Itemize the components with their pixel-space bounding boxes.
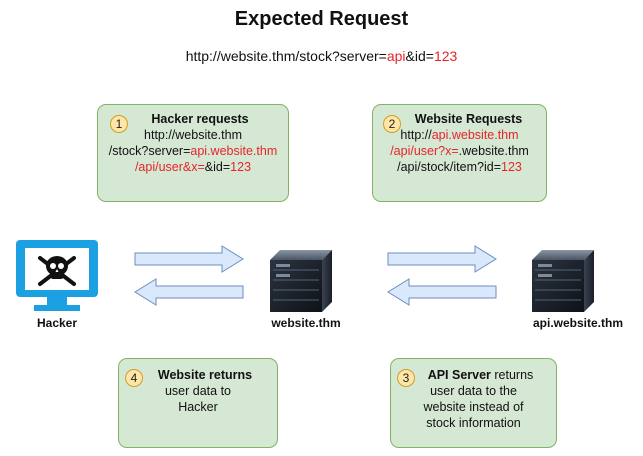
step-4-title: Website returns [157,368,253,382]
server-icon-website [270,250,332,312]
step-4-number: 4 [125,369,143,387]
step-2-remaining-host: .website.thm [458,144,529,158]
step-2-title: Website Requests [414,112,523,126]
arrow-website-to-hacker [134,278,244,306]
step-3-line-3: website instead of [423,400,524,414]
step-1-box: 1 Hacker requests http://website.thm /st… [97,104,289,202]
step-4-line-3: Hacker [178,400,218,414]
step-2-stock-path: /api/stock/item?id= [397,160,501,174]
step-2-id: 123 [501,160,522,174]
step-1-number: 1 [110,115,128,133]
website-label: website.thm [271,316,341,330]
step-1-title: Hacker requests [151,112,249,126]
step-2-scheme: http:// [400,128,432,142]
step-1-id: 123 [230,160,252,174]
api-label: api.website.thm [532,316,624,330]
arrow-hacker-to-website [134,245,244,273]
step-3-title-suffix: returns [490,368,534,382]
arrow-website-to-api [387,245,497,273]
step-2-injected-path: /api/user?x= [390,144,459,158]
expected-url: http://website.thm/stock?server=api&id=1… [0,48,643,64]
step-1-id-param: &id= [204,160,231,174]
step-3-title: API Server [427,368,491,382]
step-4-line-2: user data to [164,384,231,398]
step-3-line-4: stock information [426,416,521,430]
step-1-path: /stock?server= [108,144,191,158]
url-base: http://website.thm/stock?server= [185,48,387,64]
hacker-label: Hacker [36,316,78,330]
step-1-injected-path: /api/user&x= [134,160,205,174]
step-3-number: 3 [397,369,415,387]
step-2-number: 2 [383,115,401,133]
skull-monitor-icon [16,240,98,311]
step-1-line-2: http://website.thm [144,128,242,142]
step-3-line-2: user data to the [430,384,517,398]
diagram-title: Expected Request [234,8,409,30]
url-id: 123 [433,48,458,64]
url-middle: &id= [405,48,434,64]
step-3-box: 3 API Server returns user data to the we… [390,358,557,448]
step-1-injected-host: api.website.thm [190,144,278,158]
server-icon-api [532,250,594,312]
step-4-box: 4 Website returns user data to Hacker [118,358,278,448]
step-2-api-host: api.website.thm [431,128,519,142]
url-param: api [386,48,406,64]
step-2-box: 2 Website Requests http://api.website.th… [372,104,547,202]
arrow-api-to-website [387,278,497,306]
